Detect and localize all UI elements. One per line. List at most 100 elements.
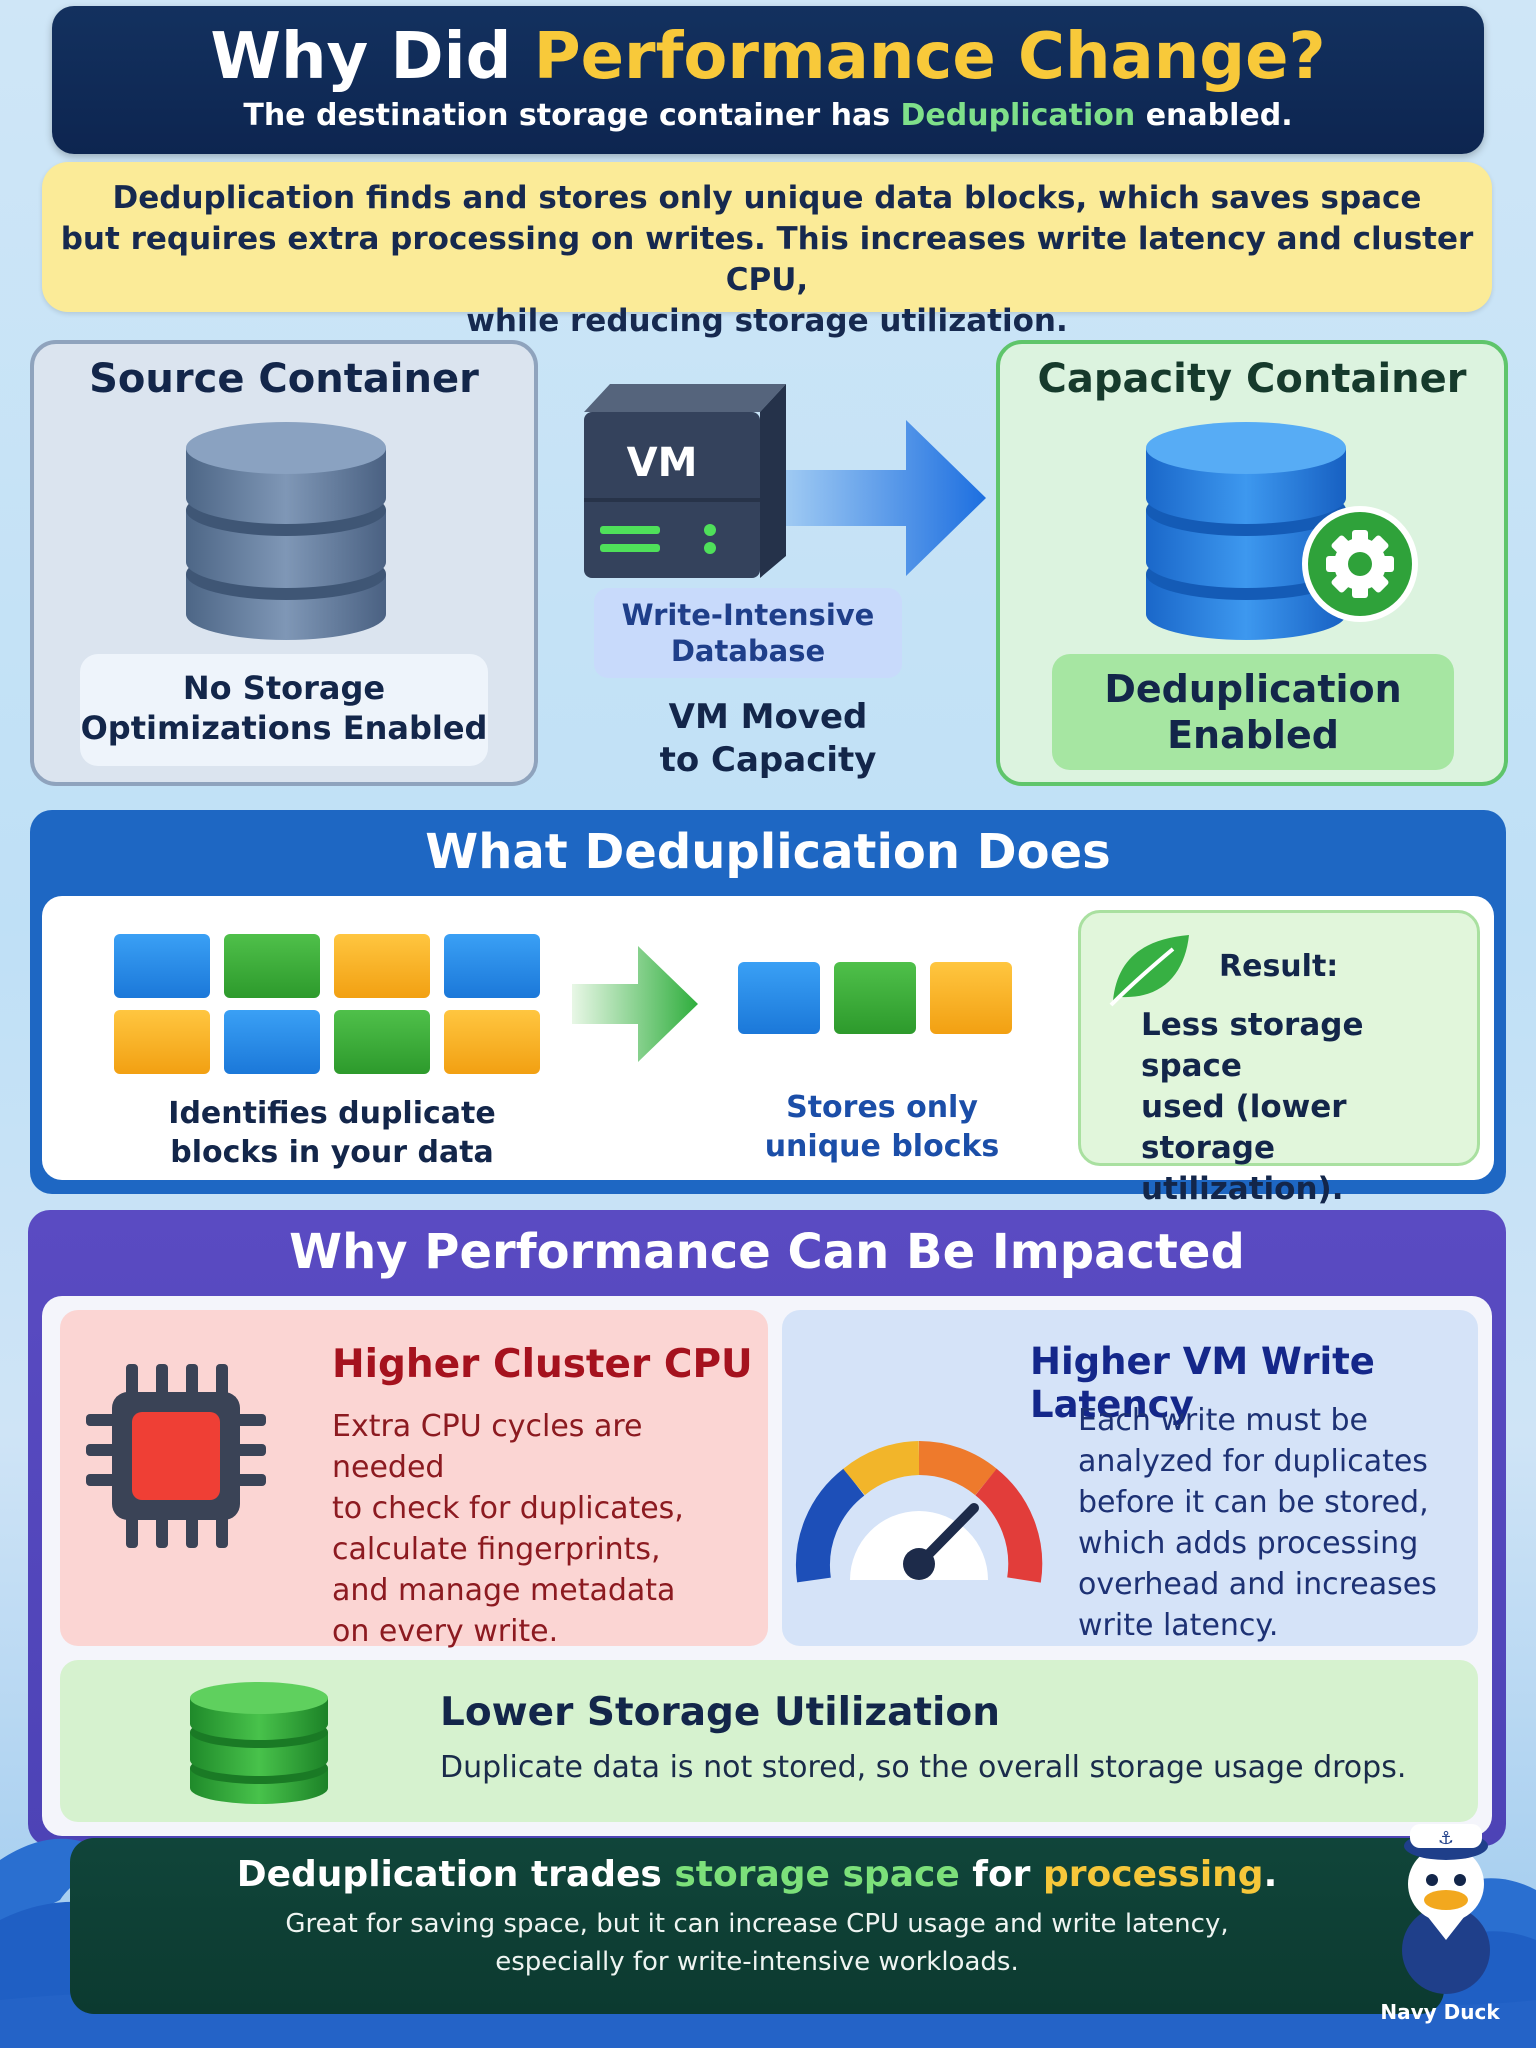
- navy-duck-mascot-icon: ⚓: [1402, 1824, 1490, 1994]
- latency-impact-line: before it can be stored,: [1078, 1485, 1429, 1520]
- result-title: Result:: [1219, 949, 1339, 984]
- source-container-card: Source Container No Storage Optimization…: [30, 340, 538, 786]
- speedometer-icon: [795, 1440, 1043, 1583]
- workload-tag: Write-Intensive Database: [594, 588, 902, 678]
- dedup-content: Identifies duplicate blocks in your data…: [42, 896, 1494, 1207]
- latency-impact-line: which adds processing: [1078, 1526, 1419, 1561]
- utilization-impact-card: Lower Storage Utilization Duplicate data…: [60, 1660, 1478, 1822]
- data-block: [224, 1010, 320, 1074]
- workload-tag-line: Database: [670, 634, 826, 668]
- summary-text: Deduplication trades: [236, 1854, 675, 1895]
- vm-server-icon: VM: [584, 384, 786, 578]
- stores-caption-line: unique blocks: [764, 1129, 1000, 1164]
- result-text: Less storage space used (lower storage u…: [1141, 1005, 1471, 1210]
- identify-caption: Identifies duplicate blocks in your data: [162, 1094, 502, 1172]
- intro-line: Deduplication finds and stores only uniq…: [112, 180, 1422, 216]
- subtitle-prefix: The destination storage container has: [243, 98, 901, 133]
- latency-impact-line: Each write must be: [1078, 1403, 1369, 1438]
- impact-section: Why Performance Can Be Impacted Higher C…: [28, 1210, 1506, 1846]
- result-line: utilization).: [1141, 1171, 1344, 1207]
- capacity-status-line: Deduplication: [1104, 667, 1402, 711]
- data-block: [444, 934, 540, 998]
- latency-impact-title: Higher VM Write Latency: [1030, 1340, 1375, 1426]
- gear-icon: [1302, 506, 1418, 622]
- title-highlight: Performance Change?: [533, 20, 1326, 94]
- utilization-impact-title: Lower Storage Utilization: [440, 1690, 1000, 1735]
- result-callout: Result: Less storage space used (lower s…: [1078, 910, 1480, 1207]
- unique-block: [738, 962, 820, 1034]
- result-line: Less storage space: [1141, 1007, 1364, 1084]
- header-banner: Why Did Performance Change? The destinat…: [52, 6, 1484, 154]
- vm-moved-caption: VM Moved to Capacity: [600, 696, 936, 782]
- vm-moved-line: VM Moved: [668, 697, 868, 737]
- dedup-section-title: What Deduplication Does: [425, 824, 1111, 880]
- page-subtitle: The destination storage container has De…: [52, 98, 1484, 133]
- data-block: [224, 934, 320, 998]
- intro-callout: Deduplication finds and stores only uniq…: [42, 162, 1492, 339]
- data-block: [114, 1010, 210, 1074]
- leaf-icon: [1109, 935, 1189, 1007]
- page-title: Why Did Performance Change?: [52, 20, 1484, 94]
- summary-headline: Deduplication trades storage space for p…: [70, 1854, 1444, 1895]
- vm-moved-line: to Capacity: [659, 740, 877, 780]
- database-icon: [186, 422, 386, 640]
- workload-tag-line: Write-Intensive: [621, 598, 875, 632]
- source-status-label: No Storage Optimizations Enabled: [80, 654, 488, 766]
- latency-impact-line: overhead and increases: [1078, 1567, 1437, 1602]
- cpu-impact-card: Higher Cluster CPU Extra CPU cycles are …: [60, 1310, 768, 1649]
- storage-stack-icon: [190, 1682, 328, 1804]
- data-block: [444, 1010, 540, 1074]
- svg-text:⚓: ⚓: [1438, 1828, 1454, 1849]
- latency-impact-line: write latency.: [1078, 1608, 1279, 1643]
- cpu-impact-line: Extra CPU cycles are needed: [332, 1409, 643, 1485]
- database-dedup-icon: [1146, 422, 1418, 640]
- data-block: [334, 1010, 430, 1074]
- capacity-status-line: Enabled: [1167, 713, 1339, 757]
- cpu-impact-line: calculate fingerprints,: [332, 1532, 661, 1567]
- mascot-name-label: Navy Duck: [1380, 2000, 1500, 2024]
- cpu-chip-icon: [86, 1364, 266, 1548]
- summary-detail: Great for saving space, but it can incre…: [70, 1905, 1444, 1981]
- summary-highlight-green: storage space: [674, 1854, 960, 1895]
- data-block: [114, 934, 210, 998]
- arrow-right-icon: [572, 946, 698, 1062]
- summary-detail-line: especially for write-intensive workloads…: [495, 1947, 1019, 1977]
- stores-caption-line: Stores only: [786, 1090, 978, 1125]
- cpu-impact-line: to check for duplicates,: [332, 1491, 684, 1526]
- dedup-section: What Deduplication Does Identifies dupli…: [30, 810, 1506, 1207]
- latency-impact-line: analyzed for duplicates: [1078, 1444, 1428, 1479]
- impact-section-title: Why Performance Can Be Impacted: [289, 1224, 1245, 1280]
- utilization-impact-text: Duplicate data is not stored, so the ove…: [440, 1750, 1407, 1785]
- source-status-line: No Storage: [182, 669, 386, 707]
- summary-text: for: [959, 1854, 1043, 1895]
- identify-caption-line: Identifies duplicate: [168, 1096, 496, 1131]
- cpu-impact-line: and manage metadata: [332, 1573, 676, 1608]
- identify-caption-line: blocks in your data: [170, 1135, 494, 1170]
- capacity-container-card: Capacity Container Deduplication Enabled: [996, 340, 1508, 786]
- capacity-container-title: Capacity Container: [1037, 356, 1467, 402]
- cpu-impact-title: Higher Cluster CPU: [332, 1342, 753, 1387]
- subtitle-highlight: Deduplication: [900, 98, 1136, 133]
- unique-block: [930, 962, 1012, 1034]
- cpu-impact-line: on every write.: [332, 1614, 559, 1649]
- summary-detail-line: Great for saving space, but it can incre…: [285, 1909, 1229, 1939]
- latency-impact-card: Higher VM Write Latency Each write must …: [782, 1310, 1478, 1646]
- summary-text: .: [1263, 1854, 1278, 1895]
- stores-caption: Stores only unique blocks: [732, 1088, 1032, 1166]
- summary-footer: Deduplication trades storage space for p…: [70, 1838, 1444, 2014]
- unique-block: [834, 962, 916, 1034]
- vm-icon-label: VM: [627, 440, 698, 486]
- cpu-impact-text: Extra CPU cycles are needed to check for…: [332, 1406, 752, 1652]
- title-prefix: Why Did: [210, 20, 534, 94]
- summary-highlight-yellow: processing: [1042, 1854, 1264, 1895]
- latency-impact-text: Each write must be analyzed for duplicat…: [1078, 1400, 1458, 1646]
- move-arrow-icon: [786, 420, 986, 576]
- result-line: used (lower storage: [1141, 1089, 1347, 1166]
- intro-line: but requires extra processing on writes.…: [60, 221, 1474, 298]
- intro-line: while reducing storage utilization.: [466, 303, 1068, 339]
- subtitle-suffix: enabled.: [1135, 98, 1293, 133]
- source-status-line: Optimizations Enabled: [80, 709, 488, 747]
- source-container-title: Source Container: [89, 356, 479, 402]
- impact-content: Higher Cluster CPU Extra CPU cycles are …: [42, 1296, 1492, 1836]
- data-block: [334, 934, 430, 998]
